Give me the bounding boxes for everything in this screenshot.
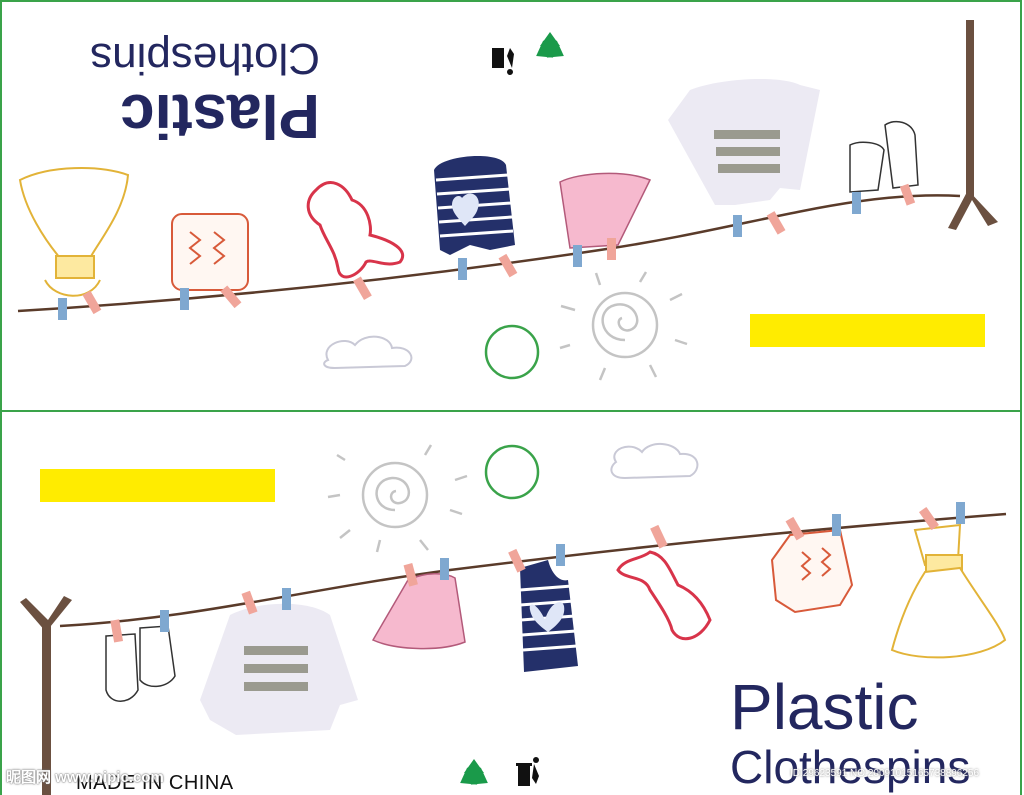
sweater-top [171, 213, 249, 291]
trash-bin-icon [516, 757, 539, 786]
product-title-flipped: Plastic Clothespins [20, 18, 320, 150]
watermark-site: 昵图网 www.nipic.com [6, 769, 164, 786]
trash-bin-icon [492, 48, 514, 75]
dress-bottom [890, 523, 1007, 659]
clothesline-top [17, 194, 961, 313]
circle-icon [484, 324, 540, 380]
cloud-icon [323, 335, 413, 370]
dress-top [18, 167, 130, 297]
yellow-bar-top [750, 314, 985, 347]
clothespins-bottom [110, 502, 965, 643]
title-line1-flipped: Plastic [120, 81, 320, 150]
product-title: Plastic Clothespins [730, 672, 970, 792]
tank-top-top [434, 155, 515, 255]
made-in-label: MADE IN CHINA [76, 772, 234, 794]
sun-icon [559, 271, 688, 381]
pole-top [948, 20, 998, 230]
cloud-icon [610, 443, 699, 480]
circle-icon [484, 444, 540, 500]
recycle-icon [536, 32, 564, 58]
clothespins-top [58, 183, 916, 320]
title-line1: Plastic [730, 671, 919, 743]
tank-top-bottom [519, 560, 578, 672]
yellow-bar-bottom [40, 469, 275, 502]
watermark-id: ID:29623591 NO:20091015165738896256 [790, 768, 980, 779]
pole-bottom [20, 596, 72, 795]
skirt-top [559, 172, 652, 249]
sweater-bottom [770, 528, 854, 614]
title-line2: Clothespins [730, 741, 971, 793]
bunny-bottom [616, 550, 712, 641]
socks-bottom [105, 625, 176, 702]
sweater-grey-top [668, 78, 820, 205]
bottom-panel [0, 410, 1022, 795]
recycle-icon [460, 759, 488, 785]
sweater-grey-bottom [200, 603, 358, 735]
title-line2-flipped: Clothespins [90, 34, 320, 83]
socks-top [849, 120, 919, 193]
bunny-top [306, 181, 404, 279]
skirt-bottom [371, 573, 466, 650]
sun-icon [327, 444, 468, 553]
